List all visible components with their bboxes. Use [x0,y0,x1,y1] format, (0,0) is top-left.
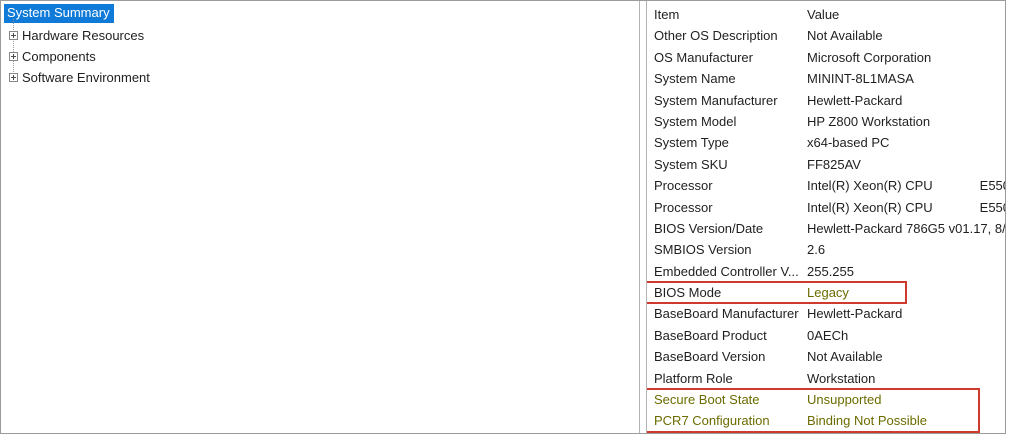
value-cell: Not Available [807,349,883,365]
item-cell: BaseBoard Manufacturer [654,306,799,322]
value-cell: 255.255 [807,263,854,279]
item-cell: Embedded Controller V... [654,263,799,279]
value-cell: Binding Not Possible [807,413,927,429]
item-cell: Processor [654,199,713,215]
table-row[interactable]: SMBIOS Version 2.6 [647,239,1005,260]
value-cell: x64-based PC [807,135,890,151]
item-cell: BaseBoard Product [654,327,767,343]
expand-plus-icon[interactable] [9,31,18,40]
category-tree-pane: System Summary Hardware Resources Compon… [1,1,640,433]
table-row[interactable]: System Manufacturer Hewlett-Packard [647,90,1005,111]
value-cell: 2.6 [807,242,826,258]
tree-item-components[interactable]: Components [1,46,639,67]
item-cell: SMBIOS Version [654,242,752,258]
value-cell: Hewlett-Packard [807,306,903,322]
value-cell: Workstation [807,370,876,386]
item-cell: Other OS Description [654,28,778,44]
table-row[interactable]: System Type x64-based PC [647,132,1005,153]
column-header-value[interactable]: Value [807,7,840,22]
tree-item-software-environment[interactable]: Software Environment [1,67,639,88]
item-cell: Platform Role [654,370,733,386]
item-cell: PCR7 Configuration [654,413,770,429]
item-cell: System Type [654,135,729,151]
column-header-item[interactable]: Item [654,7,680,22]
table-row[interactable]: Processor Intel(R) Xeon(R) CPU E5506 [647,197,1005,218]
value-cell: Hewlett-Packard [807,92,903,108]
tree-item-system-summary[interactable]: System Summary [4,4,114,23]
value-cell: Not Available [807,28,883,44]
table-row[interactable]: Other OS Description Not Available [647,25,1005,46]
table-row[interactable]: Processor Intel(R) Xeon(R) CPU E5506 [647,175,1005,196]
table-row[interactable]: PCR7 Configuration Binding Not Possible [647,410,1005,431]
item-cell: Secure Boot State [654,392,760,408]
tree-item-label: Software Environment [22,70,150,85]
pane-splitter[interactable] [640,1,646,433]
table-row[interactable]: BaseBoard Manufacturer Hewlett-Packard [647,303,1005,324]
value-cell: HP Z800 Workstation [807,113,931,129]
value-cell: Intel(R) Xeon(R) CPU E5506 [807,199,1005,215]
table-row[interactable]: BIOS Mode Legacy [647,282,1005,303]
value-cell: 0AECh [807,327,849,343]
table-header-row: Item Value [647,4,1005,25]
table-row[interactable]: OS Manufacturer Microsoft Corporation [647,47,1005,68]
table-row[interactable]: BIOS Version/Date Hewlett-Packard 786G5 v… [647,218,1005,239]
table-row[interactable]: BaseBoard Version Not Available [647,346,1005,367]
item-cell: Processor [654,178,713,194]
table-row[interactable]: System Name MININT-8L1MASA [647,68,1005,89]
table-row[interactable]: Secure Boot State Unsupported [647,389,1005,410]
item-cell: System Manufacturer [654,92,778,108]
tree-item-label: Hardware Resources [22,28,145,43]
tree-children: Hardware Resources Components Software E… [1,19,639,88]
value-cell: Intel(R) Xeon(R) CPU E5506 [807,178,1005,194]
item-cell: BIOS Mode [654,285,722,301]
value-cell: FF825AV [807,156,861,172]
table-row[interactable]: Platform Role Workstation [647,368,1005,389]
table-row[interactable]: System SKU FF825AV [647,154,1005,175]
item-cell: BaseBoard Version [654,349,766,365]
table-row[interactable]: BaseBoard Product 0AECh [647,325,1005,346]
value-cell: Legacy [807,285,849,301]
item-cell: BIOS Version/Date [654,220,764,236]
value-cell: Unsupported [807,392,882,408]
expand-plus-icon[interactable] [9,73,18,82]
value-cell: Hewlett-Packard 786G5 v01.17, 8/ [807,220,1005,236]
tree-item-hardware-resources[interactable]: Hardware Resources [1,25,639,46]
item-cell: System SKU [654,156,728,172]
table-row[interactable]: System Model HP Z800 Workstation [647,111,1005,132]
item-cell: OS Manufacturer [654,49,753,65]
tree-item-label: Components [22,49,96,64]
item-cell: System Model [654,113,737,129]
expand-plus-icon[interactable] [9,52,18,61]
value-cell: Microsoft Corporation [807,49,932,65]
value-cell: MININT-8L1MASA [807,71,914,87]
item-cell: System Name [654,71,736,87]
table-row[interactable]: Embedded Controller V... 255.255 [647,261,1005,282]
